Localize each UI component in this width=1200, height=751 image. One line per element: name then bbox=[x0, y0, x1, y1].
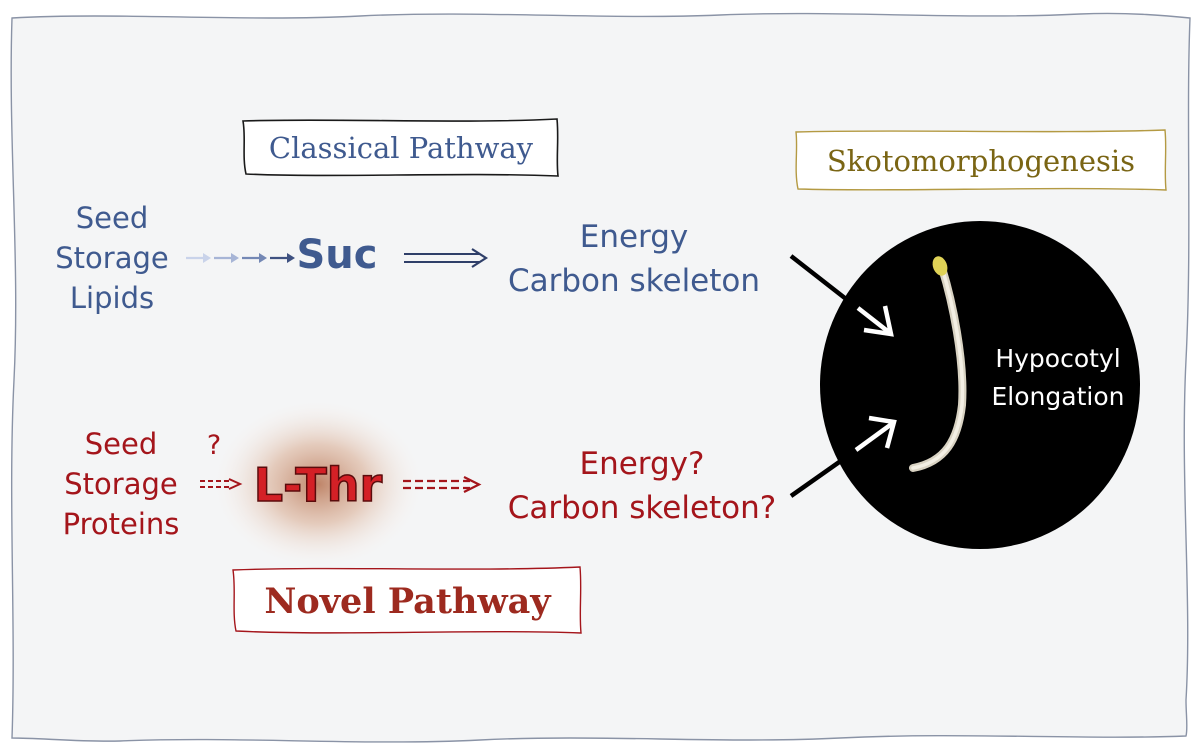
classical-outcome-line-2: Carbon skeleton bbox=[507, 263, 761, 299]
lipids-line-2: Storage bbox=[55, 241, 169, 275]
lipids-to-suc-arrows bbox=[186, 253, 295, 263]
classical-to-circle-arrow bbox=[789, 254, 894, 337]
classical-outcome-label: Energy Carbon skeleton bbox=[494, 215, 774, 303]
thr-to-energy-arrow bbox=[403, 476, 482, 493]
novel-outcome-line-2: Carbon skeleton? bbox=[507, 490, 777, 526]
lipids-source-label: Seed Storage Lipids bbox=[42, 198, 182, 318]
l-thr-label: L-Thr bbox=[253, 457, 383, 513]
novel-to-circle-arrow bbox=[789, 415, 897, 498]
seedling-image bbox=[909, 256, 967, 472]
proteins-to-thr-arrow bbox=[200, 478, 243, 490]
proteins-line-2: Storage bbox=[64, 467, 178, 501]
suc-label: Suc bbox=[296, 232, 378, 278]
lipids-line-3: Lipids bbox=[69, 281, 155, 315]
classical-pathway-box bbox=[242, 118, 559, 177]
hypocotyl-line-1: Hypocotyl bbox=[995, 344, 1121, 373]
question-mark-label: ? bbox=[206, 430, 222, 461]
hypocotyl-elongation-label: Hypocotyl Elongation bbox=[978, 340, 1138, 416]
l-thr-glow bbox=[208, 396, 428, 572]
classical-pathway-title: Classical Pathway bbox=[268, 131, 534, 165]
hypocotyl-line-2: Elongation bbox=[991, 382, 1125, 411]
novel-pathway-box bbox=[232, 566, 582, 634]
suc-to-energy-arrow bbox=[404, 248, 489, 268]
classical-outcome-line-1: Energy bbox=[579, 219, 689, 255]
proteins-line-3: Proteins bbox=[62, 507, 180, 541]
proteins-source-label: Seed Storage Proteins bbox=[46, 424, 196, 544]
novel-outcome-label: Energy? Carbon skeleton? bbox=[494, 442, 790, 530]
skotomorphogenesis-box bbox=[795, 129, 1167, 191]
seedling-circle bbox=[820, 221, 1140, 549]
skotomorphogenesis-title: Skotomorphogenesis bbox=[826, 144, 1136, 178]
novel-outcome-line-1: Energy? bbox=[579, 446, 705, 482]
proteins-line-1: Seed bbox=[84, 427, 158, 461]
novel-pathway-title: Novel Pathway bbox=[264, 580, 551, 622]
lipids-line-1: Seed bbox=[75, 201, 149, 235]
